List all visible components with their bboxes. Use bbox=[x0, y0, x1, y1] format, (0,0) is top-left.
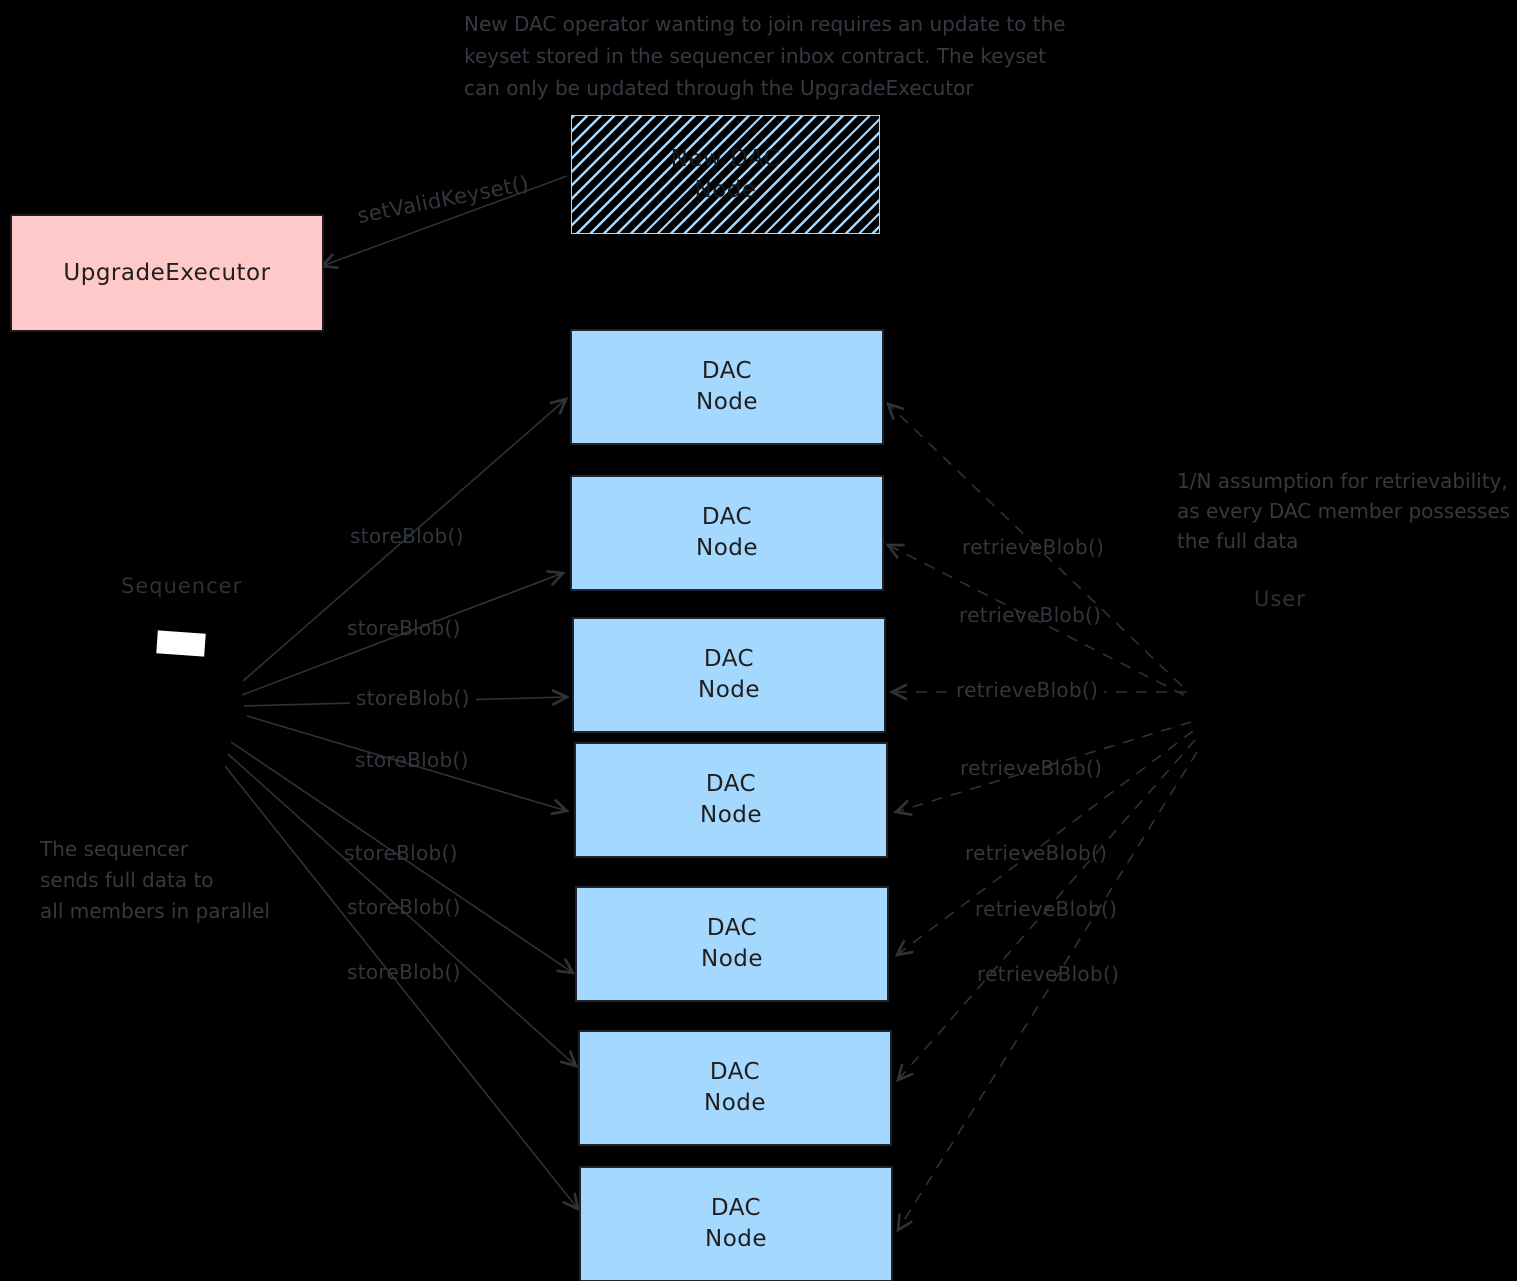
dac-node-label-line1: DAC bbox=[701, 358, 753, 384]
left-note: The sequencer sends full data to all mem… bbox=[40, 834, 270, 927]
dac-node-box-4[interactable]: DAC Node bbox=[574, 742, 888, 858]
retrieve-blob-label-4: retrieveBlob() bbox=[960, 756, 1103, 780]
new-dac-node-label-line1: New DAC bbox=[670, 145, 781, 172]
right-note-line: 1/N assumption for retrievability, bbox=[1177, 469, 1508, 493]
right-note-line: as every DAC member possesses bbox=[1177, 499, 1511, 523]
store-blob-label-6: storeBlob() bbox=[347, 895, 461, 919]
arrow-store-blob-2[interactable] bbox=[241, 573, 563, 696]
dac-node-box-5[interactable]: DAC Node bbox=[575, 886, 889, 1002]
arrow-set-valid-keyset[interactable] bbox=[322, 175, 568, 266]
store-blob-label-7: storeBlob() bbox=[347, 960, 461, 984]
dac-node-label-line1: DAC bbox=[705, 771, 757, 797]
upgrade-executor-box[interactable]: UpgradeExecutor bbox=[10, 214, 324, 332]
right-note-line: the full data bbox=[1177, 529, 1299, 553]
dac-node-box-3[interactable]: DAC Node bbox=[572, 617, 886, 733]
dac-node-label-line1: DAC bbox=[709, 1059, 761, 1085]
dac-node-label-line1: DAC bbox=[710, 1195, 762, 1221]
top-note: New DAC operator wanting to join require… bbox=[464, 8, 1066, 104]
upgrade-executor-label: UpgradeExecutor bbox=[63, 259, 271, 286]
arrow-store-blob-1[interactable] bbox=[242, 399, 566, 682]
arrow-retrieve-blob-6[interactable] bbox=[898, 739, 1196, 1080]
dac-node-label-line1: DAC bbox=[703, 646, 755, 672]
right-note: 1/N assumption for retrievability, as ev… bbox=[1177, 466, 1510, 556]
arrow-store-blob-5[interactable] bbox=[230, 741, 573, 973]
store-blob-label-4: storeBlob() bbox=[355, 748, 469, 772]
top-note-line: New DAC operator wanting to join require… bbox=[464, 12, 1066, 36]
arrow-store-blob-6[interactable] bbox=[227, 753, 576, 1066]
arrow-retrieve-blob-1[interactable] bbox=[888, 404, 1183, 687]
left-note-line: all members in parallel bbox=[40, 899, 270, 923]
user-label: User bbox=[1254, 587, 1306, 611]
store-blob-label-2: storeBlob() bbox=[347, 616, 461, 640]
dac-node-label-line2: Node bbox=[695, 389, 759, 415]
top-note-line: can only be updated through the UpgradeE… bbox=[464, 76, 974, 100]
dac-node-box-2[interactable]: DAC Node bbox=[570, 475, 884, 591]
dac-node-label-line1: DAC bbox=[706, 915, 758, 941]
dac-node-box-7[interactable]: DAC Node bbox=[579, 1166, 893, 1281]
sequencer-icon[interactable] bbox=[156, 630, 206, 657]
retrieve-blob-label-2: retrieveBlob() bbox=[959, 603, 1102, 627]
dac-node-box-1[interactable]: DAC Node bbox=[570, 329, 884, 445]
retrieve-blob-label-6: retrieveBlob() bbox=[975, 897, 1118, 921]
store-blob-label-3: storeBlob() bbox=[350, 686, 476, 710]
arrow-retrieve-blob-2[interactable] bbox=[888, 545, 1185, 696]
store-blob-label-1: storeBlob() bbox=[350, 524, 464, 548]
dac-node-label-line2: Node bbox=[695, 535, 759, 561]
retrieve-blob-label-1: retrieveBlob() bbox=[962, 535, 1105, 559]
store-blob-label-5: storeBlob() bbox=[344, 841, 458, 865]
arrow-store-blob-4[interactable] bbox=[246, 715, 567, 811]
dac-node-label-line2: Node bbox=[699, 802, 763, 828]
retrieve-blob-label-3: retrieveBlob() bbox=[950, 678, 1105, 702]
arrow-retrieve-blob-5[interactable] bbox=[897, 730, 1194, 955]
dac-node-label-line1: DAC bbox=[701, 504, 753, 530]
dac-node-box-6[interactable]: DAC Node bbox=[578, 1030, 892, 1146]
sequencer-label: Sequencer bbox=[121, 574, 243, 598]
retrieve-blob-label-5: retrieveBlob() bbox=[965, 841, 1108, 865]
dac-node-label-line2: Node bbox=[704, 1226, 768, 1252]
left-note-line: The sequencer bbox=[40, 837, 189, 861]
left-note-line: sends full data to bbox=[40, 868, 214, 892]
dac-node-label-line2: Node bbox=[697, 677, 761, 703]
dac-node-label-line2: Node bbox=[703, 1090, 767, 1116]
top-note-line: keyset stored in the sequencer inbox con… bbox=[464, 44, 1046, 68]
arrow-store-blob-7[interactable] bbox=[224, 765, 578, 1209]
new-dac-node-label-line2: Node bbox=[694, 176, 757, 203]
arrow-retrieve-blob-7[interactable] bbox=[898, 751, 1198, 1230]
dac-node-label-line2: Node bbox=[700, 946, 764, 972]
new-dac-node-box[interactable]: New DAC Node bbox=[571, 115, 880, 234]
retrieve-blob-label-7: retrieveBlob() bbox=[977, 962, 1120, 986]
